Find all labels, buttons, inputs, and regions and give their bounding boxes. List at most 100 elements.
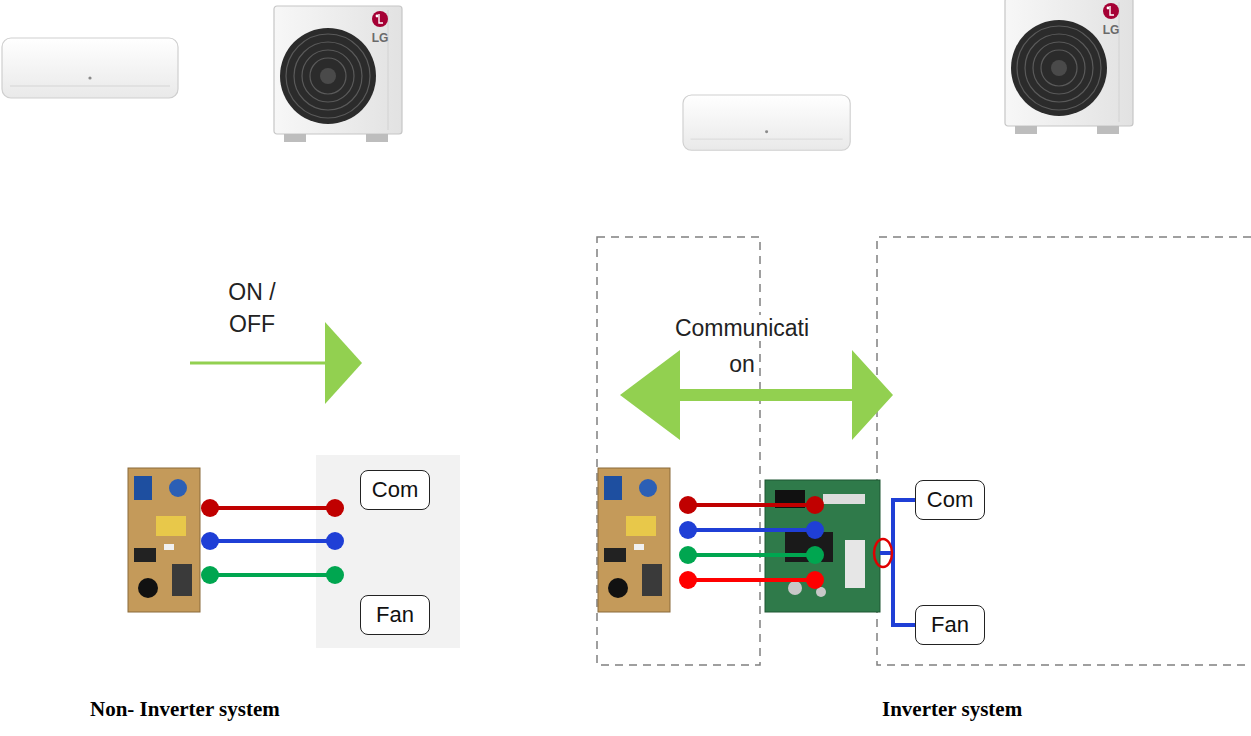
label-box: LG <box>372 32 389 44</box>
outdoor-panel-line <box>1119 2 1120 122</box>
pcb-board <box>765 480 880 612</box>
pcb-capacitor <box>169 479 187 497</box>
pcb-connector <box>634 544 644 550</box>
wire-dot <box>679 496 697 514</box>
wire <box>210 506 335 510</box>
grille-ring <box>1017 26 1101 110</box>
outdoor-unit <box>1005 0 1133 134</box>
label-box: Communicati on <box>662 310 822 382</box>
wire-dot <box>806 571 824 589</box>
signal-label: Communicati on <box>675 315 809 377</box>
terminal-box: Com <box>915 480 985 520</box>
pcb-capacitor <box>134 476 152 500</box>
wire-dot <box>326 499 344 517</box>
outdoor-unit <box>274 6 402 142</box>
outdoor-panel <box>316 455 460 648</box>
pcb-chip <box>642 564 662 596</box>
fan-hub <box>1051 60 1067 76</box>
indoor-body <box>2 38 178 98</box>
label-box: Inverter system <box>882 697 1022 722</box>
outdoor-body <box>1005 0 1133 126</box>
wire-dot <box>201 499 219 517</box>
pcb-connector <box>164 544 174 550</box>
outdoor-panel-line <box>388 10 389 130</box>
pcb-board <box>128 468 200 612</box>
brand-logo-text: LG <box>372 31 389 45</box>
logo-eye <box>1107 7 1110 10</box>
logo-stroke <box>1110 6 1114 15</box>
grille-ring <box>1033 42 1085 94</box>
fan-grille <box>1011 20 1107 116</box>
fan-hub <box>320 68 336 84</box>
pcb-transformer <box>156 516 186 536</box>
wire-dot <box>679 546 697 564</box>
wire <box>688 503 815 507</box>
indoor-vent <box>691 138 843 139</box>
signal-arrow-shaft <box>190 362 330 365</box>
grille-ring <box>286 34 370 118</box>
label-box: ON / OFF <box>212 276 292 340</box>
pcb-relay <box>134 548 156 562</box>
pcb-capacitor <box>608 578 628 598</box>
terminal-box: Fan <box>360 595 430 635</box>
indoor-unit <box>683 95 850 150</box>
signal-arrow-head <box>325 322 362 404</box>
wire <box>210 573 335 577</box>
pcb-capacitor <box>138 578 158 598</box>
terminal-label: Fan <box>376 602 414 627</box>
pcb-capacitor <box>639 479 657 497</box>
logo-mark <box>372 11 388 27</box>
wire <box>688 528 815 532</box>
logo-mark <box>1103 3 1119 19</box>
grille-ring <box>1025 34 1093 102</box>
brand-logo-text: LG <box>1103 23 1120 37</box>
wire-set <box>679 496 824 589</box>
terminal-label: Com <box>372 477 418 502</box>
logo-stroke <box>379 14 383 23</box>
unit-foot <box>1097 126 1119 134</box>
pcb-chip <box>172 564 192 596</box>
pcb-transformer <box>626 516 656 536</box>
pcb-board <box>598 468 670 612</box>
system-caption: Inverter system <box>882 697 1022 721</box>
wire <box>688 578 815 582</box>
grille-ring <box>1041 50 1077 86</box>
wire-dot <box>201 532 219 550</box>
unit-foot <box>366 134 388 142</box>
output-bracket <box>880 498 915 627</box>
wire-dot <box>679 521 697 539</box>
indoor-logo <box>88 76 91 79</box>
pcb-connector <box>823 494 865 504</box>
grille-ring <box>302 50 354 102</box>
wire-dot <box>326 566 344 584</box>
inverter-pcb <box>765 480 880 612</box>
terminal-label: Com <box>927 487 973 512</box>
terminal-label: Fan <box>931 612 969 637</box>
grille-ring <box>310 58 346 94</box>
communication-arrow <box>620 350 893 440</box>
fan-grille <box>280 28 376 124</box>
logo-eye <box>376 15 379 18</box>
indoor-region <box>597 237 760 665</box>
indoor-pcb <box>128 468 200 612</box>
pcb-capacitor <box>604 476 622 500</box>
signal-label: ON / OFF <box>228 279 275 337</box>
pcb-part <box>788 581 802 595</box>
wire-dot <box>806 521 824 539</box>
label-box: LG <box>1103 24 1120 36</box>
highlight-circle <box>874 539 892 567</box>
wire <box>688 553 815 557</box>
terminal-box: Fan <box>915 605 985 645</box>
wire <box>210 539 335 543</box>
wire-set <box>201 499 344 584</box>
wire-dot <box>806 546 824 564</box>
indoor-vent <box>10 85 170 87</box>
indoor-body <box>683 95 850 150</box>
indoor-logo <box>765 130 768 133</box>
pcb-connector <box>845 540 865 588</box>
outdoor-region <box>877 237 1251 665</box>
